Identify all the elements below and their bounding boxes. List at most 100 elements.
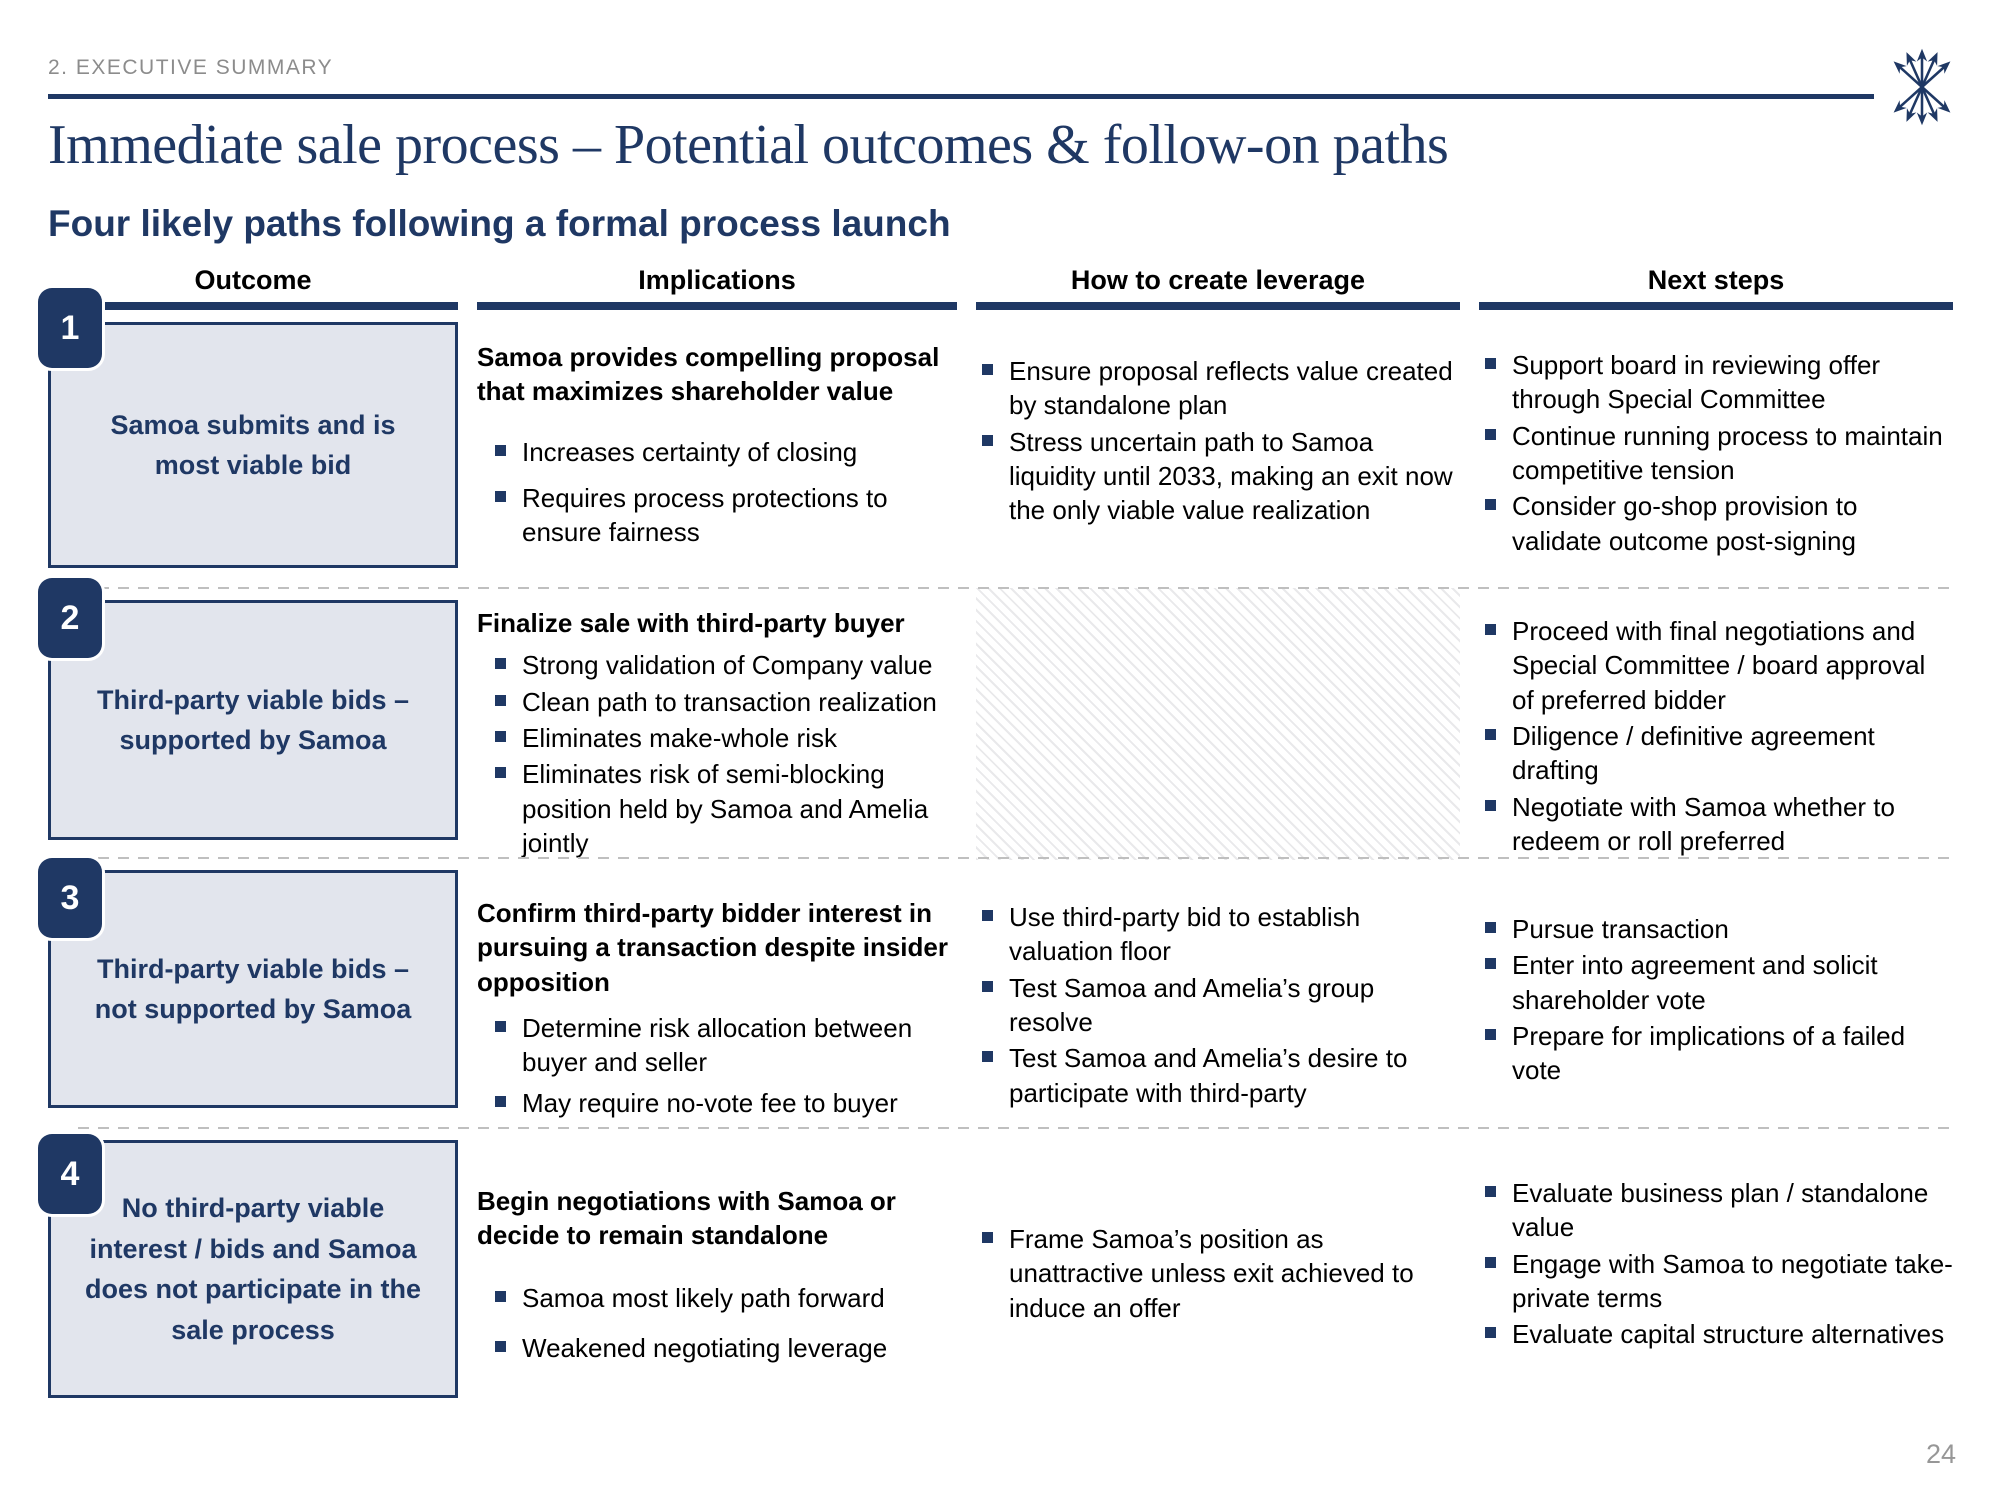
bullet-item: Evaluate capital structure alternatives (1485, 1317, 1953, 1351)
leverage-cell: Frame Samoa’s position as unattractive u… (976, 1128, 1460, 1418)
page-title: Immediate sale process – Potential outco… (48, 114, 1449, 176)
bullet-text: Engage with Samoa to negotiate take-priv… (1512, 1248, 1953, 1313)
square-bullet-icon (1485, 1327, 1496, 1339)
table-row: 3 Third-party viable bids – not supporte… (38, 857, 1953, 1128)
square-bullet-icon (982, 1051, 993, 1063)
square-bullet-icon (495, 1340, 506, 1352)
bullet-item: Proceed with final negotiations and Spec… (1485, 614, 1953, 717)
bullet-text: Support board in reviewing offer through… (1512, 350, 1881, 415)
square-bullet-icon (1485, 499, 1496, 511)
bullet-item: Determine risk allocation between buyer … (495, 1011, 957, 1080)
bullet-item: Use third-party bid to establish valuati… (982, 900, 1460, 969)
square-bullet-icon (495, 767, 506, 779)
bullet-list: Evaluate business plan / standalone valu… (1479, 1176, 1953, 1352)
bullet-text: Ensure proposal reflects value created b… (1009, 356, 1453, 421)
outcome-box: Samoa submits and is most viable bid (48, 322, 458, 568)
table-row: 1 Samoa submits and is most viable bid S… (38, 288, 1953, 588)
bullet-text: Weakened negotiating leverage (522, 1332, 888, 1363)
bullet-item: Support board in reviewing offer through… (1485, 348, 1953, 417)
bullet-item: Increases certainty of closing (495, 435, 957, 469)
outcome-box: Third-party viable bids – not supported … (48, 870, 458, 1108)
outcome-text: Third-party viable bids – supported by S… (96, 684, 410, 756)
bullet-text: Samoa most likely path forward (522, 1282, 885, 1313)
implications-lead: Begin negotiations with Samoa or decide … (477, 1186, 896, 1251)
bullet-item: Clean path to transaction realization (495, 685, 957, 719)
next-steps-cell: Proceed with final negotiations and Spec… (1479, 588, 1953, 860)
next-steps-cell: Support board in reviewing offer through… (1479, 310, 1953, 588)
column-header-outcome: Outcome (48, 265, 458, 310)
square-bullet-icon (982, 980, 993, 992)
page-subtitle: Four likely paths following a formal pro… (48, 203, 951, 244)
square-bullet-icon (982, 910, 993, 921)
bullet-text: Use third-party bid to establish valuati… (1009, 902, 1361, 967)
bullet-item: Strong validation of Company value (495, 648, 957, 682)
square-bullet-icon (982, 364, 993, 375)
bullet-item: Stress uncertain path to Samoa liquidity… (982, 425, 1460, 528)
section-label: 2. EXECUTIVE SUMMARY (48, 56, 334, 79)
table-row: 2 Third-party viable bids – supported by… (38, 578, 1953, 861)
leverage-cell: Use third-party bid to establish valuati… (976, 858, 1460, 1128)
arrow-starburst-icon (1893, 48, 1951, 126)
bullet-item: Eliminates risk of semi-blocking positio… (495, 757, 957, 860)
bullet-item: Frame Samoa’s position as unattractive u… (982, 1222, 1460, 1325)
bullet-list: Proceed with final negotiations and Spec… (1479, 614, 1953, 858)
bullet-text: Increases certainty of closing (522, 436, 858, 467)
row-number-badge: 4 (38, 1134, 102, 1214)
bullet-text: Evaluate capital structure alternatives (1512, 1319, 1945, 1350)
bullet-text: Test Samoa and Amelia’s desire to partic… (1009, 1043, 1408, 1108)
outcome-text: Third-party viable bids – not supported … (94, 953, 412, 1025)
outcome-box: No third-party viable interest / bids an… (48, 1140, 458, 1398)
table-header: Outcome Implications How to create lever… (48, 265, 1953, 310)
page-number: 24 (1925, 1439, 1956, 1469)
square-bullet-icon (1485, 428, 1496, 440)
bullet-item: Test Samoa and Amelia’s group resolve (982, 971, 1460, 1040)
bullet-list: Frame Samoa’s position as unattractive u… (976, 1222, 1460, 1325)
implications-cell: Confirm third-party bidder interest in p… (477, 858, 957, 1128)
square-bullet-icon (495, 658, 506, 670)
square-bullet-icon (1485, 358, 1496, 369)
square-bullet-icon (1485, 1256, 1496, 1268)
bullet-text: Prepare for implications of a failed vot… (1512, 1020, 1906, 1086)
leverage-cell: Ensure proposal reflects value created b… (976, 310, 1460, 588)
bullet-text: May require no-vote fee to buyer (522, 1087, 898, 1118)
implications-cell: Finalize sale with third-party buyer Str… (477, 588, 957, 860)
square-bullet-icon (982, 1232, 993, 1243)
bullet-item: Diligence / definitive agreement draftin… (1485, 719, 1953, 788)
bullet-text: Test Samoa and Amelia’s group resolve (1009, 972, 1375, 1037)
bullet-text: Evaluate business plan / standalone valu… (1512, 1178, 1929, 1243)
bullet-item: Continue running process to maintain com… (1485, 419, 1953, 488)
bullet-list: Support board in reviewing offer through… (1479, 348, 1953, 558)
empty-hatched-cell (976, 588, 1460, 861)
next-steps-cell: Evaluate business plan / standalone valu… (1479, 1128, 1953, 1418)
square-bullet-icon (495, 1095, 506, 1107)
bullet-list: Increases certainty of closing Requires … (477, 435, 957, 550)
bullet-list: Strong validation of Company value Clean… (477, 648, 957, 860)
bullet-text: Requires process protections to ensure f… (522, 482, 888, 548)
bullet-item: Weakened negotiating leverage (495, 1331, 957, 1365)
bullet-item: Evaluate business plan / standalone valu… (1485, 1176, 1953, 1245)
column-header-leverage: How to create leverage (976, 265, 1460, 310)
row-number-badge: 3 (38, 858, 102, 938)
outcome-cell: No third-party viable interest / bids an… (48, 1128, 458, 1418)
square-bullet-icon (495, 730, 506, 742)
bullet-item: Pursue transaction (1485, 912, 1953, 946)
bullet-text: Strong validation of Company value (522, 650, 933, 681)
square-bullet-icon (1485, 922, 1496, 933)
square-bullet-icon (1485, 1186, 1496, 1197)
bullet-item: Prepare for implications of a failed vot… (1485, 1019, 1953, 1088)
bullet-item: Eliminates make-whole risk (495, 721, 957, 755)
bullet-text: Proceed with final negotiations and Spec… (1512, 616, 1926, 715)
outcome-text: No third-party viable interest / bids an… (84, 1193, 422, 1345)
square-bullet-icon (495, 1290, 506, 1302)
column-header-implications: Implications (477, 265, 957, 310)
bullet-text: Continue running process to maintain com… (1512, 420, 1943, 485)
bullet-text: Enter into agreement and solicit shareho… (1512, 950, 1878, 1015)
bullet-item: Negotiate with Samoa whether to redeem o… (1485, 790, 1953, 859)
square-bullet-icon (495, 694, 506, 706)
bullet-item: Consider go-shop provision to validate o… (1485, 489, 1953, 558)
bullet-item: Ensure proposal reflects value created b… (982, 354, 1460, 423)
square-bullet-icon (1485, 624, 1496, 635)
bullet-list: Use third-party bid to establish valuati… (976, 900, 1460, 1110)
bullet-text: Eliminates risk of semi-blocking positio… (522, 759, 929, 858)
